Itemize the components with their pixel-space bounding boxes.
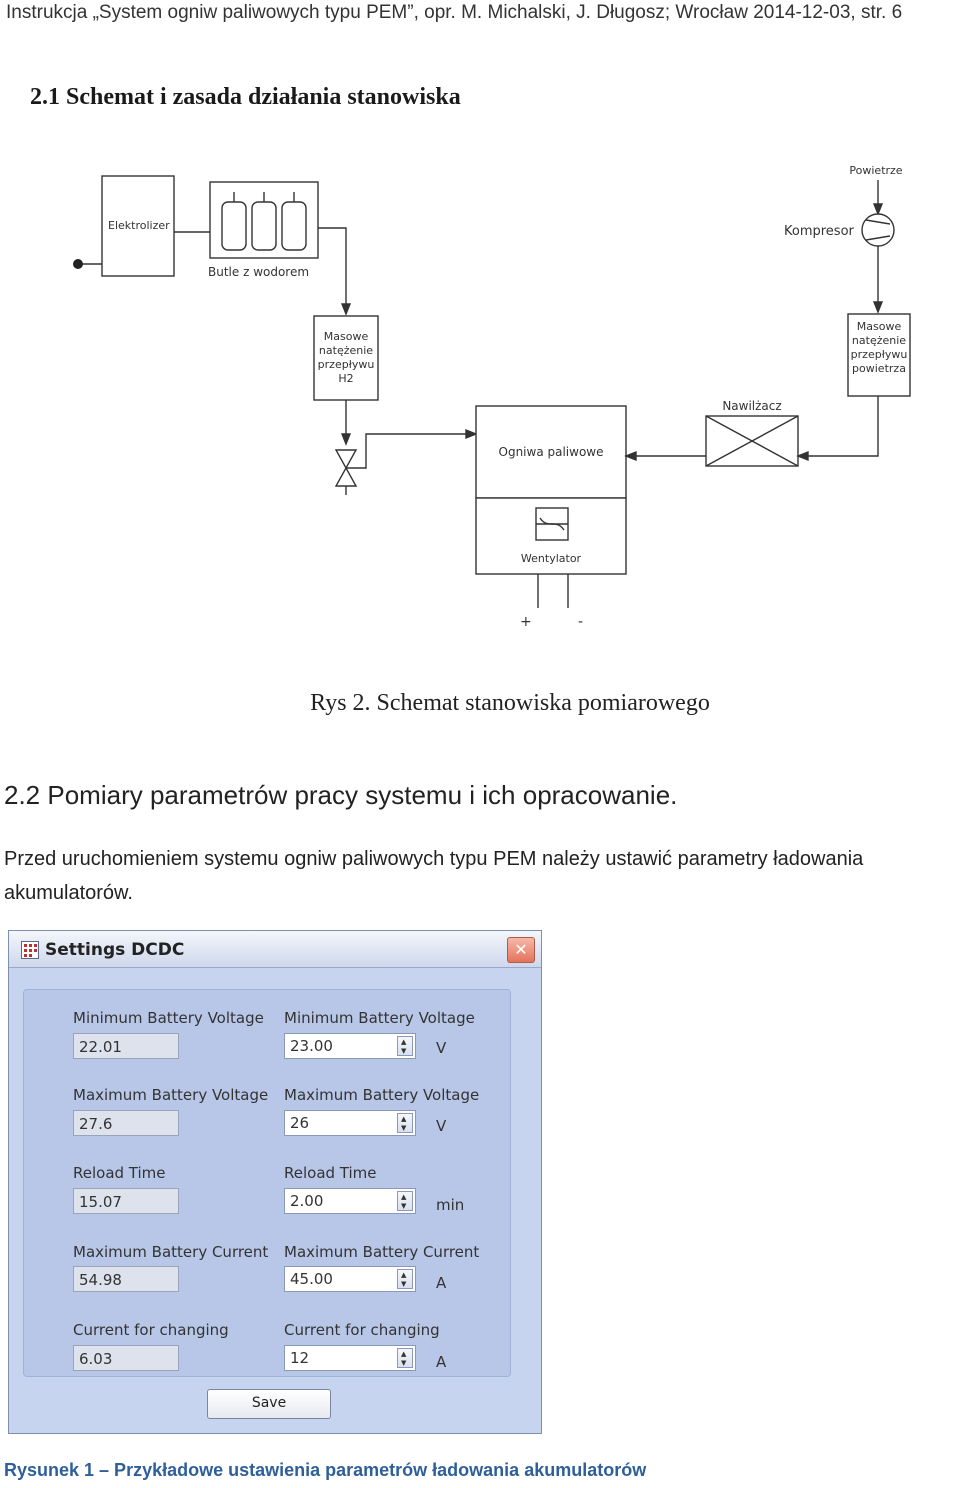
humidifier-label: Nawilżacz xyxy=(722,399,781,413)
air-mass-flow-box xyxy=(847,313,911,397)
air-mass-flow-line-2: natężenie xyxy=(852,334,906,347)
electrolyzer-terminal xyxy=(73,259,83,269)
min-voltage-spinner[interactable]: 23.00 ▲▼ xyxy=(284,1033,416,1059)
dialog-title: Settings DCDC xyxy=(45,940,185,960)
changing-current-input[interactable]: 12 xyxy=(290,1349,310,1367)
app-grid-icon xyxy=(21,941,39,959)
instruction-paragraph: Przed uruchomieniem systemu ogniw paliwo… xyxy=(4,848,864,904)
current-max-voltage-value: 27.6 xyxy=(73,1110,179,1136)
spinner-arrows-icon[interactable]: ▲▼ xyxy=(397,1348,413,1368)
air-label: Powietrze xyxy=(849,164,902,177)
max-voltage-input[interactable]: 26 xyxy=(290,1114,310,1132)
compressor-symbol xyxy=(861,213,895,247)
current-reload-time-value: 15.07 xyxy=(73,1188,179,1214)
current-min-voltage-value: 22.01 xyxy=(73,1033,179,1059)
figure-caption: Rys 2. Schemat stanowiska pomiarowego xyxy=(310,690,710,716)
plus-terminal: + xyxy=(520,614,532,630)
reload-time-unit: min xyxy=(436,1196,465,1214)
min-voltage-input[interactable]: 23.00 xyxy=(290,1037,333,1055)
electrolyzer-box xyxy=(101,175,175,277)
close-icon: ✕ xyxy=(514,940,528,959)
current-min-voltage-label: Minimum Battery Voltage xyxy=(73,1009,264,1027)
max-voltage-unit: V xyxy=(436,1117,447,1135)
reload-time-spinner[interactable]: 2.00 ▲▼ xyxy=(284,1188,416,1214)
electrolyzer-label: Elektrolizer xyxy=(108,219,170,232)
current-max-current-value: 54.98 xyxy=(73,1266,179,1292)
fan-label: Wentylator xyxy=(521,552,582,565)
max-current-input[interactable]: 45.00 xyxy=(290,1270,333,1288)
current-max-voltage-label: Maximum Battery Voltage xyxy=(73,1086,269,1104)
set-changing-current-label: Current for changing xyxy=(284,1321,440,1339)
current-max-current-label: Maximum Battery Current xyxy=(73,1243,269,1261)
current-reload-time-label: Reload Time xyxy=(73,1164,166,1182)
max-current-spinner[interactable]: 45.00 ▲▼ xyxy=(284,1266,416,1292)
section-title: 2.1 Schemat i zasada działania stanowisk… xyxy=(30,84,461,110)
fuel-cell-label: Ogniwa paliwowe xyxy=(499,445,604,459)
settings-dcdc-dialog: Settings DCDC ✕ Minimum Battery Voltage … xyxy=(8,930,542,1434)
current-changing-current-label: Current for changing xyxy=(73,1321,229,1339)
section-heading-2-2: 2.2 Pomiary parametrów pracy systemu i i… xyxy=(4,780,678,810)
air-mass-flow-line-4: powietrza xyxy=(852,362,906,375)
changing-current-unit: A xyxy=(436,1353,447,1371)
h2-mass-flow-line-1: Masowe xyxy=(324,330,369,343)
set-max-voltage-label: Maximum Battery Voltage xyxy=(284,1086,480,1104)
current-changing-current-value: 6.03 xyxy=(73,1345,179,1371)
max-current-unit: A xyxy=(436,1274,447,1292)
reload-time-input[interactable]: 2.00 xyxy=(290,1192,324,1210)
dialog-figure-caption: Rysunek 1 – Przykładowe ustawienia param… xyxy=(4,1460,647,1480)
hydrogen-cylinders-box xyxy=(209,181,319,259)
dialog-titlebar[interactable]: Settings DCDC ✕ xyxy=(9,931,541,968)
spinner-arrows-icon[interactable]: ▲▼ xyxy=(397,1036,413,1056)
station-diagram: Elektrolizer Butle z wodorem Masowe natę… xyxy=(73,164,911,630)
page-header: Instrukcja „System ogniw paliwowych typu… xyxy=(6,2,903,23)
max-voltage-spinner[interactable]: 26 ▲▼ xyxy=(284,1110,416,1136)
h2-mass-flow-line-2: natężenie xyxy=(319,344,373,357)
set-max-current-label: Maximum Battery Current xyxy=(284,1243,480,1261)
spinner-arrows-icon[interactable]: ▲▼ xyxy=(397,1191,413,1211)
close-button[interactable]: ✕ xyxy=(507,937,535,963)
save-button[interactable]: Save xyxy=(207,1389,331,1419)
minus-terminal: - xyxy=(578,614,583,630)
set-reload-time-label: Reload Time xyxy=(284,1164,377,1182)
spinner-arrows-icon[interactable]: ▲▼ xyxy=(397,1113,413,1133)
cylinders-label: Butle z wodorem xyxy=(208,265,309,279)
air-mass-flow-line-1: Masowe xyxy=(857,320,902,333)
spinner-arrows-icon[interactable]: ▲▼ xyxy=(397,1269,413,1289)
changing-current-spinner[interactable]: 12 ▲▼ xyxy=(284,1345,416,1371)
h2-mass-flow-line-3: przepływu xyxy=(318,358,375,371)
fuel-cell-box xyxy=(475,405,627,499)
air-mass-flow-line-3: przepływu xyxy=(851,348,908,361)
set-min-voltage-label: Minimum Battery Voltage xyxy=(284,1009,475,1027)
compressor-label: Kompresor xyxy=(784,224,855,239)
min-voltage-unit: V xyxy=(436,1039,447,1057)
h2-mass-flow-line-4: H2 xyxy=(338,372,353,385)
